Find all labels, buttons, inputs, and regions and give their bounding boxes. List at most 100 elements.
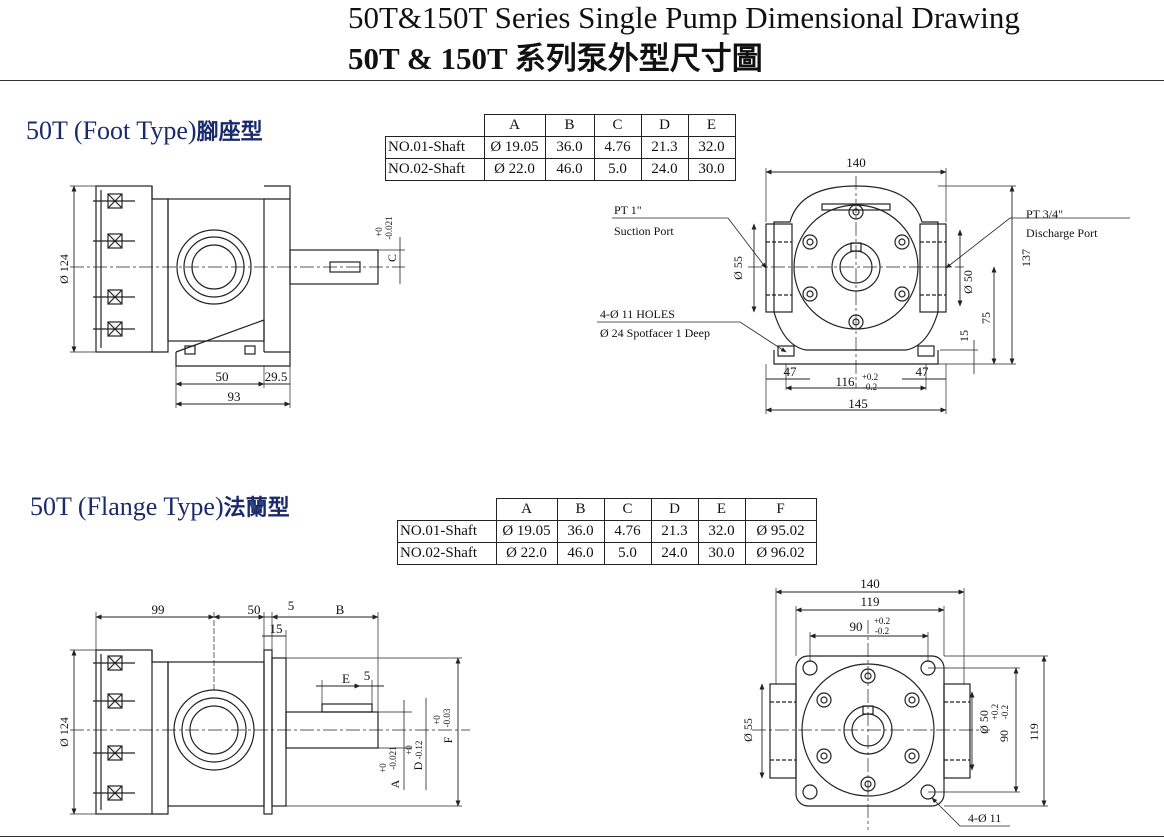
foot-heading-zh: 腳座型 [196,120,263,145]
foot-tol-dn: -0.021 [384,216,394,239]
title-english: 50T&150T Series Single Pump Dimensional … [348,0,1020,35]
flange-dim-f: F [441,736,455,743]
flange-a-tol-up: +0 [378,763,388,773]
table-cell: 24.0 [650,542,699,565]
hatched-pins [93,193,135,337]
foot-front-dim-116: 116 [835,374,855,389]
table-cell: Ø 19.05 [483,136,546,159]
table-row: NO.01-Shaft Ø 19.05 36.0 4.76 21.3 32.0 … [397,520,817,543]
flange-d-tol-up: +0 [404,745,414,755]
flange-dim-dia124: Ø 124 [57,717,71,747]
flange-front-dia50: Ø 50 [977,710,991,734]
mounting-flange [263,649,273,815]
foot-dim-93: 93 [228,389,241,404]
flange-front-dia55: Ø 55 [741,718,755,742]
foot-type-heading: 50T (Foot Type)腳座型 [26,114,263,146]
table-cell: Ø 22.0 [483,158,546,181]
table-cell: 21.3 [650,520,699,543]
flange-front-dim-119v: 119 [1027,723,1041,741]
foot-front-dim-47-right: 47 [916,364,930,379]
discharge-port-label: Discharge Port [1026,226,1098,240]
foot-heading-en: 50T (Foot Type) [26,116,197,145]
foot-front-dia55: Ø 55 [731,256,745,280]
flange-front-dim-140: 140 [860,576,880,591]
table-cell: Ø 22.0 [495,542,558,565]
flange-dim-5: 5 [288,598,295,613]
table-cell: 5.0 [603,542,652,565]
row-label: NO.01-Shaft [397,520,497,543]
foot-front-dim-140: 140 [846,155,866,170]
front-cover-block [95,649,153,815]
flange-a-tol-dn: -0.021 [388,746,398,769]
flange-holes-label: 4-Ø 11 [968,811,1001,825]
hatched-pins [93,655,135,801]
title-chinese: 50T & 150T 系列泵外型尺寸圖 [348,41,763,76]
flange-dim-d: D [411,761,425,770]
flange-type-heading: 50T (Flange Type)法蘭型 [30,490,290,522]
discharge-port-boss [919,223,947,313]
title-divider [0,80,1164,81]
row-label: NO.02-Shaft [397,542,497,565]
front-cover-block [95,185,153,353]
table-cell: Ø 96.02 [744,542,817,565]
table-cell: 46.0 [556,542,605,565]
flange-side-view [70,612,470,815]
foot-dim-50: 50 [216,369,229,384]
pt1-label: PT 1" [614,203,642,217]
flange-dim-a: A [388,779,402,788]
flange-front-dim-90: 90 [850,619,863,634]
foot-spec-table: A B C D E NO.01-Shaft Ø 19.05 36.0 4.76 … [385,114,736,181]
table-cell: 30.0 [697,542,746,565]
table-cell: Ø 95.02 [744,520,817,543]
suction-port-boss [765,223,793,313]
table-cell: 5.0 [593,158,642,181]
table-cell: 46.0 [544,158,595,181]
flange-dim-5b: 5 [364,668,371,683]
foot-tol-up: +0 [374,227,384,237]
table-cell: 30.0 [687,158,736,181]
foot-front-dim-137: 137 [1019,249,1033,267]
foot-front-dim-47-left: 47 [784,364,798,379]
table-row: NO.01-Shaft Ø 19.05 36.0 4.76 21.3 32.0 [385,136,736,159]
table-cell: 32.0 [697,520,746,543]
flange-dim-99: 99 [152,602,165,617]
flange-front-tol90-dn: -0.2 [875,626,889,636]
flange-heading-zh: 法蘭型 [223,496,290,521]
table-row: NO.02-Shaft Ø 22.0 46.0 5.0 24.0 30.0 Ø … [397,542,817,565]
foot-front-view [597,168,1130,414]
flange-f-tol-dn: -0.03 [442,708,452,727]
foot-side-view [70,185,405,408]
spotface-label: Ø 24 Spotfacer 1 Deep [600,326,710,340]
flange-dim-15: 15 [270,621,283,636]
foot-front-dim-145: 145 [848,396,868,411]
foot-front-dim-15: 15 [957,330,971,342]
flange-d-tol-dn: -0.12 [414,741,424,760]
table-cell: 4.76 [603,520,652,543]
foot-dim-c: C [385,254,399,262]
bottom-divider [0,836,1164,837]
pump-body [167,198,265,342]
foot-front-dia50: Ø 50 [961,270,975,294]
row-label: NO.02-Shaft [385,158,485,181]
flange-front-tol90-up: +0.2 [874,616,890,626]
flange-front-dim-119: 119 [860,594,879,609]
foot-front-tol116-up: +0.2 [862,372,878,382]
holes-label: 4-Ø 11 HOLES [600,307,675,321]
flange-front-dim-90v: 90 [997,730,1011,742]
foot-front-tol116-dn: -0.2 [863,382,877,392]
foot-front-dim-75: 75 [979,312,993,324]
flange-dim-e: E [342,671,350,686]
foot-dim-dia124: Ø 124 [57,254,71,284]
pt34-label: PT 3/4" [1026,207,1063,221]
table-cell: 24.0 [640,158,689,181]
foot-dim-29-5: 29.5 [265,369,288,384]
flange-spec-table: A B C D E F NO.01-Shaft Ø 19.05 36.0 4.7… [397,498,817,565]
flange-front-view [752,588,1048,830]
flange-heading-en: 50T (Flange Type) [30,492,224,521]
table-row: NO.02-Shaft Ø 22.0 46.0 5.0 24.0 30.0 [385,158,736,181]
flange-dim-b: B [336,602,345,617]
flange-f-tol-up: +0 [432,715,442,725]
flange-dim-50: 50 [248,602,261,617]
flange-front-tol90v-up: +0.2 [990,704,1000,720]
pump-housing-outline [773,185,939,351]
